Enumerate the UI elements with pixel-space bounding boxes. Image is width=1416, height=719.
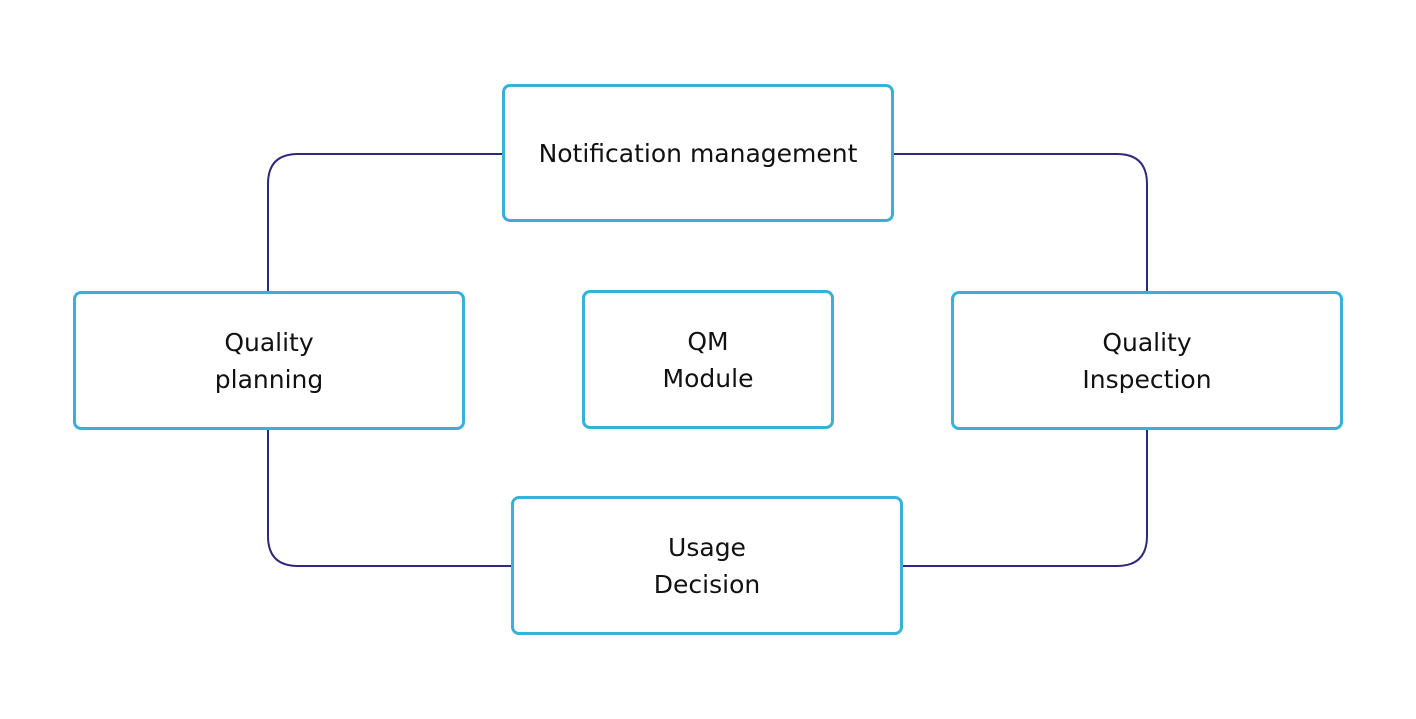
node-label-line: Quality: [1102, 327, 1192, 357]
node-label-line: QM: [687, 326, 729, 356]
node-label-line: Usage: [668, 532, 746, 562]
node-label-line: Notification management: [538, 138, 858, 168]
node-qm-module: QM Module: [582, 290, 834, 429]
node-label-line: Inspection: [1082, 364, 1212, 394]
connector-planning-usage: [267, 430, 511, 567]
connector-notification-inspection: [894, 153, 1148, 291]
node-quality-inspection: Quality Inspection: [951, 291, 1343, 430]
connector-notification-planning: [267, 153, 502, 291]
node-label-line: Decision: [653, 569, 761, 599]
node-usage-decision: Usage Decision: [511, 496, 903, 635]
node-notification-management: Notification management: [502, 84, 894, 222]
node-label-line: planning: [214, 364, 324, 394]
connector-inspection-usage: [903, 430, 1148, 567]
node-label-line: Module: [662, 363, 754, 393]
node-label-line: Quality: [224, 327, 314, 357]
node-quality-planning: Quality planning: [73, 291, 465, 430]
